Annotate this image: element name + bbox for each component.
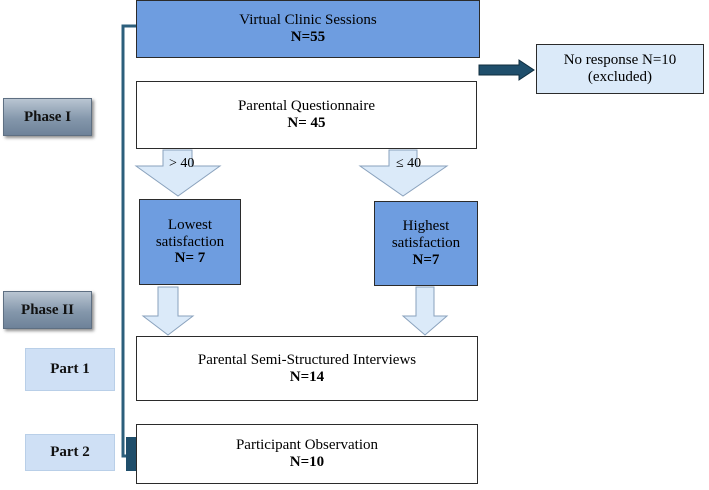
- no-response-box: No response N=10 (excluded): [536, 44, 704, 94]
- lowest-line1: Lowest: [167, 216, 213, 233]
- lowest-n: N= 7: [174, 250, 206, 267]
- sessions-title: Virtual Clinic Sessions: [239, 12, 377, 29]
- split-label-left: > 40: [169, 156, 195, 171]
- questionnaire-title: Parental Questionnaire: [237, 98, 376, 115]
- no-response-line2: (excluded): [587, 69, 653, 85]
- highest-n: N=7: [412, 251, 440, 268]
- observation-n: N=10: [289, 454, 325, 470]
- exclusion-arrow: [478, 59, 535, 81]
- questionnaire-box: Parental Questionnaire N= 45: [136, 81, 477, 149]
- phase-2-label: Phase II: [3, 291, 92, 329]
- down-arrow-left: [141, 286, 195, 336]
- interviews-title: Parental Semi-Structured Interviews: [197, 351, 417, 368]
- lowest-satisfaction-box: Lowest satisfaction N= 7: [139, 199, 241, 285]
- phase-1-label: Phase I: [3, 98, 92, 136]
- interviews-box: Parental Semi-Structured Interviews N=14: [136, 336, 478, 401]
- down-arrow-right: [401, 286, 449, 336]
- split-label-right: ≤ 40: [396, 156, 422, 171]
- interviews-n: N=14: [289, 368, 325, 385]
- sessions-box: Virtual Clinic Sessions N=55: [136, 0, 480, 58]
- split-arrow-right: [358, 149, 449, 197]
- sessions-n: N=55: [290, 29, 326, 45]
- questionnaire-n: N= 45: [287, 115, 326, 131]
- part-2-label: Part 2: [25, 434, 115, 471]
- observation-box: Participant Observation N=10: [136, 424, 478, 484]
- no-response-line1: No response N=10: [563, 52, 677, 69]
- highest-line1: Highest: [402, 218, 450, 235]
- observation-title: Participant Observation: [235, 437, 379, 454]
- part-1-label: Part 1: [25, 348, 115, 391]
- highest-satisfaction-box: Highest satisfaction N=7: [374, 201, 478, 286]
- split-arrow-left: [134, 149, 222, 197]
- highest-line2: satisfaction: [391, 235, 461, 252]
- lowest-line2: satisfaction: [155, 233, 225, 250]
